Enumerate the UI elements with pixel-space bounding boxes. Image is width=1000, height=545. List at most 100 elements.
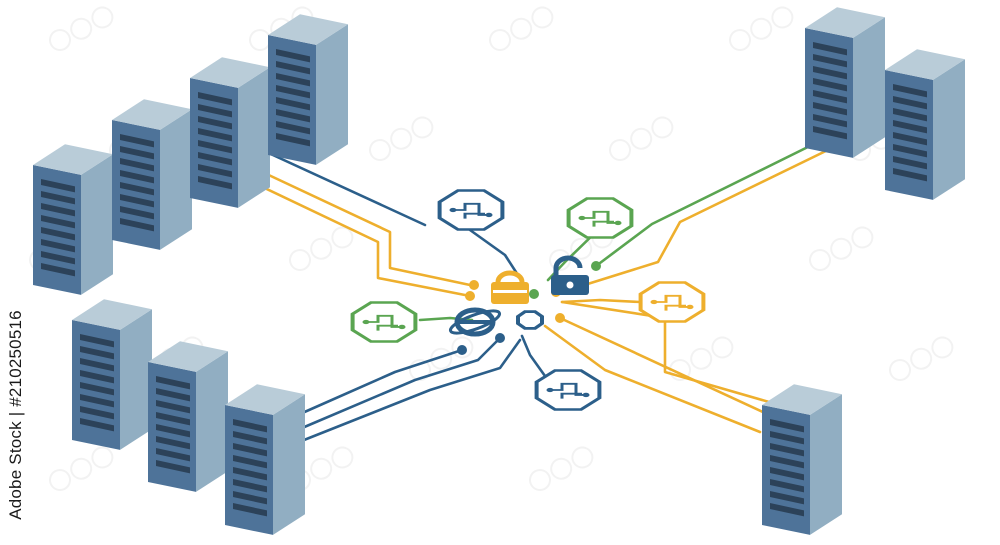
rack-slot [893, 84, 927, 98]
rack-top-face [762, 384, 842, 415]
rack-slot [770, 491, 804, 505]
rack-slot [813, 114, 847, 128]
rack-slot [198, 140, 232, 154]
server-rack-7 [72, 299, 152, 450]
rack-slot [198, 92, 232, 106]
watermark-mark [369, 116, 434, 161]
rack-slot [276, 73, 310, 87]
wire-top-left-blue [260, 148, 427, 227]
wire-bottom-right-orange-c [543, 324, 762, 434]
wire-badge-orange-right [560, 298, 642, 304]
rack-slot [120, 194, 154, 208]
rack-top-face [225, 384, 305, 415]
server-rack-3 [190, 57, 270, 208]
rack-slot [156, 400, 190, 414]
rack-slot [813, 126, 847, 140]
circuit-badge-blue-top [437, 189, 505, 231]
wire-badge-blue-bottom [520, 334, 547, 378]
rack-slot [41, 215, 75, 229]
rack-slot [813, 78, 847, 92]
rack-slot [120, 206, 154, 220]
watermark-mark [609, 116, 674, 161]
rack-side-face [238, 67, 270, 208]
rack-slot [120, 158, 154, 172]
rack-slot [156, 460, 190, 474]
rack-slot [813, 102, 847, 116]
server-rack-9 [225, 384, 305, 535]
watermark-mark [289, 226, 354, 271]
server-rack-8 [148, 341, 228, 492]
central-hub [350, 189, 706, 411]
rack-side-face [81, 154, 113, 295]
rack-top-face [190, 57, 270, 88]
server-rack-5 [805, 7, 885, 158]
rack-slot [276, 133, 310, 147]
wire-junction-dot [495, 333, 505, 343]
rack-slot [233, 431, 267, 445]
watermark-mark [729, 6, 794, 51]
rack-slot [156, 376, 190, 390]
rack-slot [80, 394, 114, 408]
rack-side-face [933, 59, 965, 200]
rack-slot [233, 503, 267, 517]
rack-slot [276, 109, 310, 123]
rack-slot [233, 467, 267, 481]
wire-top-right-green [594, 138, 824, 268]
rack-slot [156, 412, 190, 426]
rack-slot [233, 419, 267, 433]
rack-slot [813, 66, 847, 80]
rack-slot [276, 121, 310, 135]
server-racks [33, 7, 965, 535]
rack-slot [198, 176, 232, 190]
wire-bottom-left-blue-b [300, 336, 502, 430]
wire-bottom-right-orange-b [560, 300, 792, 410]
watermark-mark [489, 6, 554, 51]
rack-top-face [885, 49, 965, 80]
rack-slot [770, 431, 804, 445]
rack-slot [276, 97, 310, 111]
wire-junction-dot [591, 261, 601, 271]
rack-side-face [160, 109, 192, 250]
server-rack-2 [112, 99, 192, 250]
rack-slot [80, 358, 114, 372]
rack-top-face [112, 99, 192, 130]
rack-slot [233, 479, 267, 493]
rack-slot [198, 164, 232, 178]
rack-slot [198, 128, 232, 142]
rack-slot [80, 334, 114, 348]
rack-slot [276, 49, 310, 63]
rack-top-face [805, 7, 885, 38]
wire-junction-dot [529, 289, 539, 299]
wire-junction-dot [457, 345, 467, 355]
rack-slot [893, 156, 927, 170]
rack-slot [120, 170, 154, 184]
rack-slot [770, 467, 804, 481]
rack-slot [893, 168, 927, 182]
unlocked-padlock-icon [551, 255, 589, 295]
rack-side-face [273, 394, 305, 535]
stock-id-label: Adobe Stock | #210250516 [4, 300, 28, 530]
rack-slot [198, 116, 232, 130]
rack-slot [893, 120, 927, 134]
rack-side-face [120, 309, 152, 450]
watermark-mark [49, 446, 114, 491]
server-rack-4 [268, 14, 348, 165]
wire-bottom-left-blue-c [302, 338, 522, 442]
rack-top-face [268, 14, 348, 45]
rack-top-face [33, 144, 113, 175]
rack-slot [120, 146, 154, 160]
rack-slot [893, 144, 927, 158]
watermark-mark [49, 6, 114, 51]
watermark-mark [809, 226, 874, 271]
rack-slot [770, 443, 804, 457]
circle-node-icon [516, 310, 544, 330]
rack-slot [770, 455, 804, 469]
rack-slot [233, 491, 267, 505]
rack-slot [41, 227, 75, 241]
rack-slot [893, 132, 927, 146]
internet-explorer-icon [448, 307, 502, 337]
wire-top-left-orange-b [250, 180, 472, 298]
rack-side-face [316, 24, 348, 165]
watermark-mark [889, 336, 954, 381]
